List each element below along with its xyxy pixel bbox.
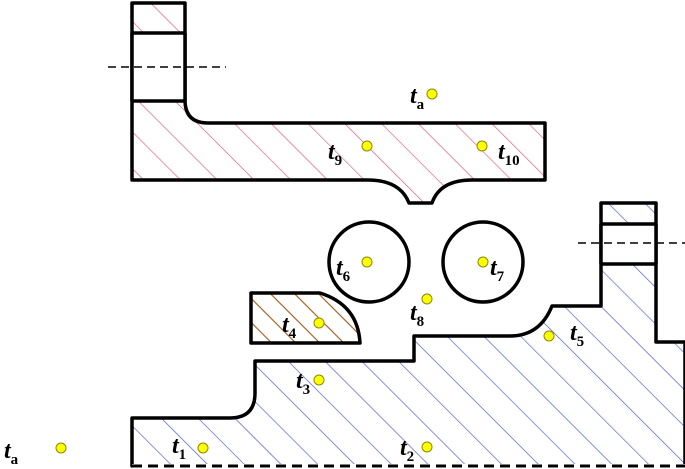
label-t6: t6 (336, 255, 351, 285)
label-t1: t1 (172, 433, 186, 463)
point-t4 (313, 317, 325, 329)
point-t5 (543, 330, 555, 342)
point-labels: ta ta t1 t2 t3 t4 t5 t6 t7 t8 t9 t10 (4, 83, 584, 468)
label-t7: t7 (490, 255, 505, 285)
point-t7 (477, 256, 489, 268)
point-t8 (421, 293, 433, 305)
point-t9 (361, 140, 373, 152)
label-ta-left: ta (4, 438, 19, 468)
label-t5: t5 (570, 320, 584, 350)
label-t3: t3 (296, 368, 310, 398)
point-t10 (476, 140, 488, 152)
label-t9: t9 (328, 139, 342, 169)
label-t8: t8 (410, 300, 424, 330)
label-t10: t10 (498, 139, 520, 169)
seal-block (249, 291, 362, 345)
lower-part (130, 201, 685, 468)
point-t1 (197, 442, 209, 454)
point-t2 (421, 441, 433, 453)
label-ta-top: ta (410, 83, 425, 113)
upper-part (108, 1, 547, 205)
temperature-points (55, 88, 555, 454)
point-t3 (313, 374, 325, 386)
label-t4: t4 (282, 312, 297, 342)
point-ta-left (55, 442, 67, 454)
lower-bolt-section (601, 224, 656, 264)
upper-part-body (130, 1, 547, 205)
point-ta-top (426, 88, 438, 100)
point-t6 (361, 256, 373, 268)
label-t2: t2 (400, 435, 414, 465)
